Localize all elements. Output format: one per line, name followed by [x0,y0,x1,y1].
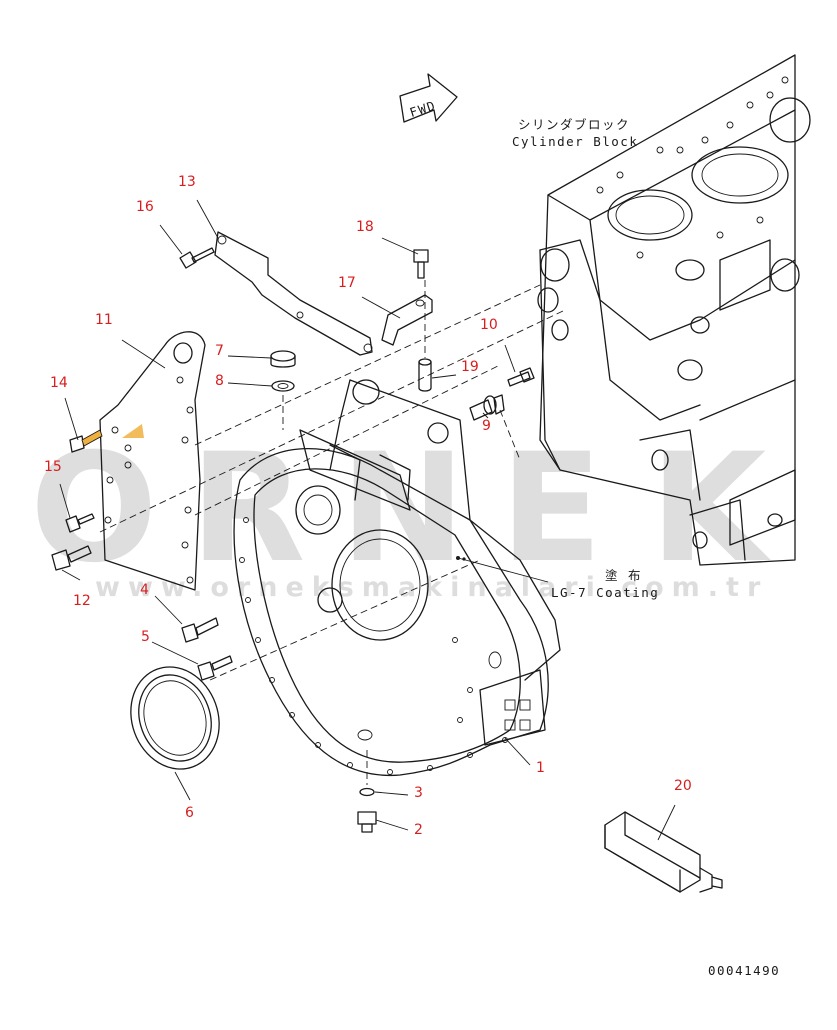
coating-label-en: LG-7 Coating [551,585,659,600]
part-number-3: 3 [414,785,423,801]
bolt-14-drawing [69,429,103,453]
part-number-13: 13 [178,174,196,190]
fwd-arrow: FWD [399,73,458,123]
plug-2-drawing [357,811,377,833]
watermark-letter-e: E [500,422,602,596]
part-number-4: 4 [140,582,149,598]
bracket-17-drawing [381,294,433,346]
part-number-14: 14 [50,375,68,391]
part-number-17: 17 [338,275,356,291]
part-number-1: 1 [536,760,545,776]
cylinder-block-drawing [537,54,811,566]
assembly-axes [99,280,566,785]
drawing-number: 00041490 [708,963,780,978]
seal-6-drawing [130,666,220,770]
part-number-6: 6 [185,805,194,821]
bolt-12-drawing [51,545,92,571]
bolt-15-drawing [65,513,95,533]
washer-8-drawing [271,380,295,392]
cylinder-block-label-en: Cylinder Block [512,134,638,149]
part-number-16: 16 [136,199,154,215]
part-number-12: 12 [73,593,91,609]
spacer-19-drawing [418,358,432,392]
part-number-19: 19 [461,359,479,375]
tool-20-drawing [604,811,723,893]
flywheel-housing-drawing [233,379,561,777]
bolt-10-drawing [507,367,535,387]
bracket-11-drawing [99,331,206,591]
part-number-7: 7 [215,343,224,359]
part-number-18: 18 [356,219,374,235]
part-number-9: 9 [482,418,491,434]
part-number-2: 2 [414,822,423,838]
plug-7-drawing [270,350,296,368]
watermark-accent-triangle [122,424,144,438]
part-number-10: 10 [480,317,498,333]
part-number-5: 5 [141,629,150,645]
part-number-11: 11 [95,312,113,328]
bolt-4-drawing [181,617,219,643]
bracket-13-drawing [214,231,373,356]
cylinder-block-label-jp: シリンダブロック [518,117,630,132]
coating-label: 塗 布 LG-7 Coating [456,556,659,600]
watermark-letter-o: O [30,422,158,596]
part-number-15: 15 [44,459,62,475]
leader-lines [59,199,676,841]
part-number-8: 8 [215,373,224,389]
watermark-letter-n: N [340,422,466,596]
sensor-9-drawing [469,394,505,421]
ring-3-drawing [359,787,375,797]
cylinder-block-label: シリンダブロック Cylinder Block [512,117,638,149]
bolt-5-drawing [197,655,233,681]
bolt-18-drawing [413,249,429,279]
fwd-label: FWD [408,97,438,120]
part-number-20: 20 [674,778,692,794]
bolt-16-drawing [179,247,215,269]
coating-label-jp: 塗 布 [605,568,642,583]
part-numbers: 1 2 3 4 5 6 7 8 9 10 11 12 13 14 15 16 1… [44,174,692,838]
